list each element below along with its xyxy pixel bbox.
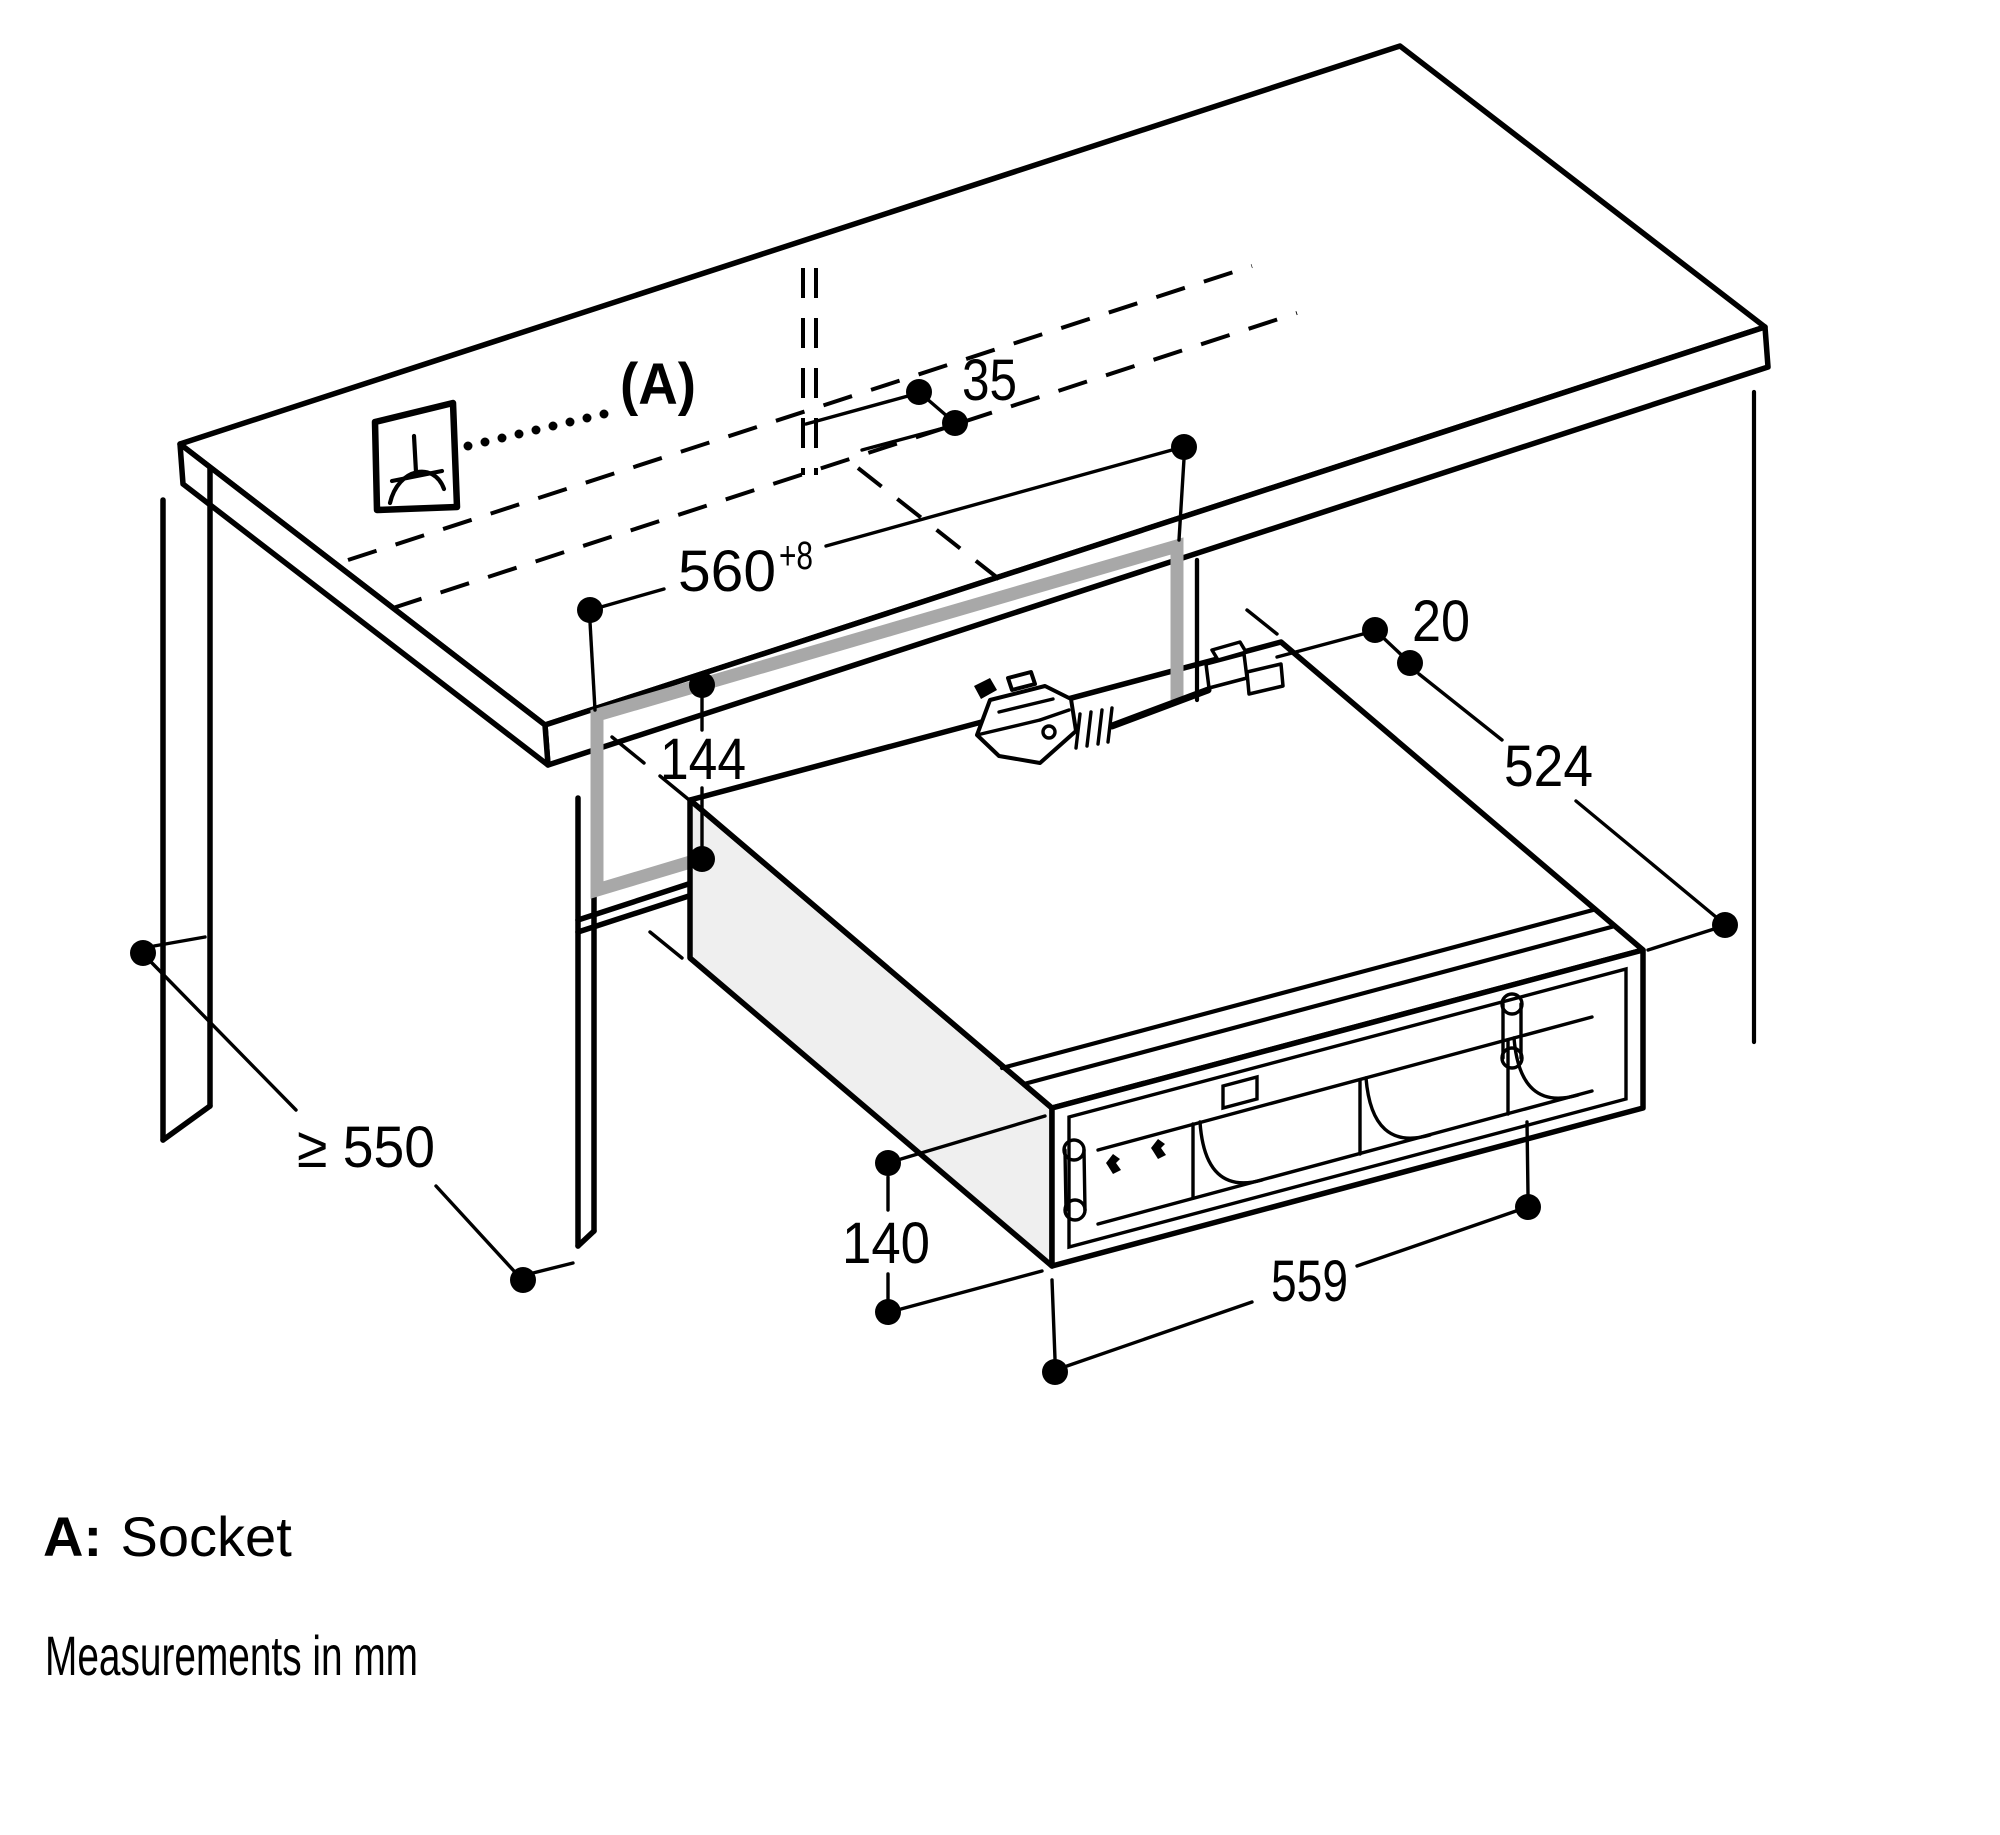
vent-tab <box>1221 1074 1259 1111</box>
dim-label: 140 <box>842 1211 930 1276</box>
vent-arc <box>1198 1120 1264 1185</box>
dim-140-appliance-height: 140 <box>842 1114 1047 1325</box>
niche-right-edge-overlay <box>1170 546 1324 703</box>
drawer-front-panel <box>1049 947 1646 1269</box>
dim-label: ≥ 550 <box>297 1115 435 1180</box>
dim-550-cabinet-depth: ≥ 550 <box>130 935 575 1293</box>
dim-label: 560 <box>678 539 776 604</box>
dim-559-appliance-width: 559 <box>1042 1120 1541 1385</box>
dim-tolerance: +8 <box>779 534 813 578</box>
dim-label: 144 <box>660 727 746 792</box>
vent-arc <box>1364 1076 1432 1140</box>
dim-35-socket-offset: 35 <box>804 348 1017 452</box>
legend-units-note: Measurements in mm <box>45 1624 418 1687</box>
power-cable <box>1108 686 1212 730</box>
dim-144-niche-height: 144 <box>660 672 746 872</box>
keyhole-slot-left <box>1062 1138 1087 1222</box>
vent-arc <box>1512 1036 1580 1100</box>
socket-callout-label: (A) <box>620 352 696 417</box>
warming-drawer <box>687 639 1646 1269</box>
keyhole-slot-right <box>1500 992 1524 1070</box>
socket-leader-dots <box>463 409 609 451</box>
dim-label: 559 <box>1271 1249 1348 1314</box>
vent-band <box>1096 1015 1594 1226</box>
dim-560-niche-width: 560 +8 <box>577 434 1197 712</box>
dim-524-appliance-depth: 524 <box>1417 672 1738 952</box>
socket-icon <box>371 399 461 514</box>
hidden-niche-outline-dashes <box>347 264 1298 610</box>
screw-icon <box>1106 1139 1166 1174</box>
dim-label: 35 <box>962 348 1017 413</box>
countertop-left-face <box>177 441 551 768</box>
legend-socket-value: Socket <box>121 1505 293 1568</box>
left-side-panel <box>160 465 213 1143</box>
dim-label: 524 <box>1504 734 1593 799</box>
power-plug-icon <box>974 670 1114 765</box>
legend-socket: A: Socket <box>43 1505 292 1568</box>
dim-20-cable-clearance: 20 <box>1275 589 1470 676</box>
legend-socket-key: A: <box>43 1505 102 1568</box>
dim-label: 20 <box>1412 589 1470 654</box>
cable-connector <box>1204 640 1285 696</box>
legend: A: Socket Measurements in mm <box>43 1505 418 1687</box>
